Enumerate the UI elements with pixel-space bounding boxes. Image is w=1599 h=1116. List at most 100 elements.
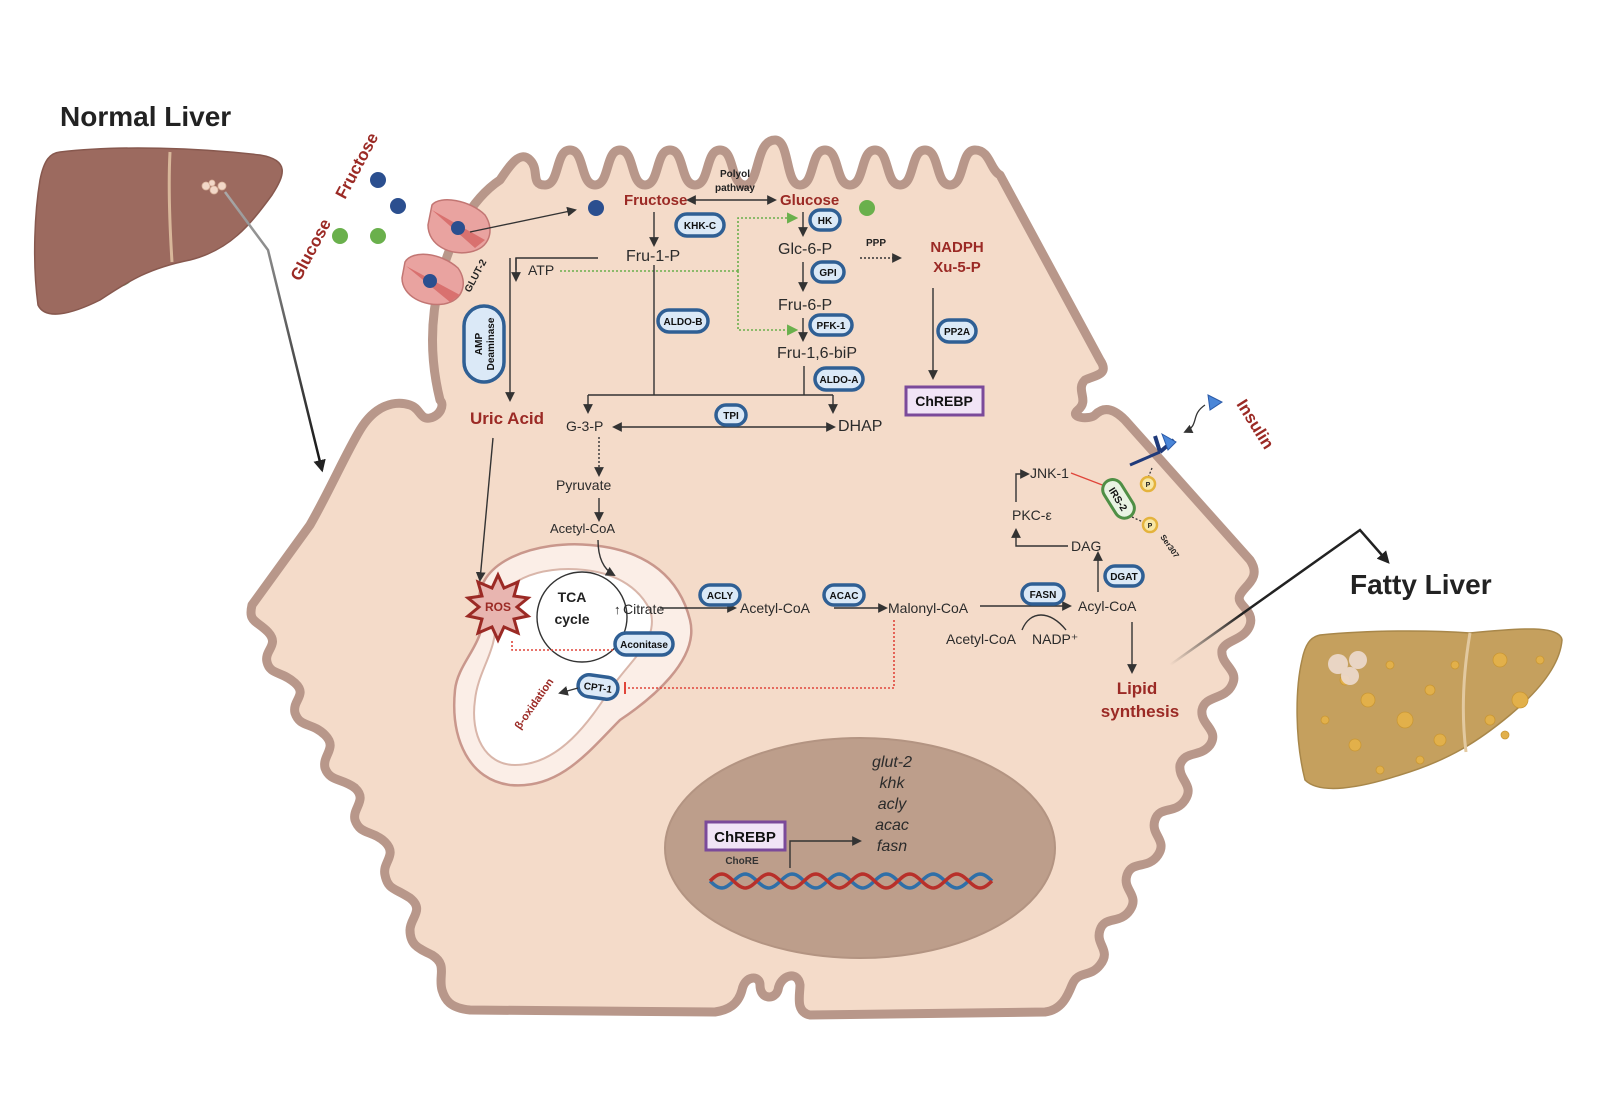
svg-text:P: P: [1148, 523, 1153, 530]
normal-liver-illustration: [33, 147, 283, 315]
irs-2: IRS-2: [1101, 478, 1136, 520]
glut2-transporter-1: [427, 199, 491, 254]
glut2-transporter-2: [401, 253, 464, 306]
glc-6-p: Glc-6-P: [778, 241, 832, 258]
polyol-label-2: pathway: [715, 183, 755, 194]
phospho-site-1: P: [1139, 475, 1157, 493]
acyl-coa: Acyl-CoA: [1078, 598, 1137, 614]
zoom-arrow-into-cell: [223, 191, 326, 473]
enzyme-aldo-a: ALDO-A: [813, 366, 865, 392]
atp-to-hk-link: [737, 212, 799, 271]
svg-text:PP2A: PP2A: [944, 327, 970, 338]
tca-cycle-circle: [536, 571, 628, 663]
citrate: Citrate: [623, 601, 664, 617]
insulin-molecule: [1207, 394, 1223, 411]
lipid-synthesis-2: synthesis: [1101, 702, 1179, 721]
enzyme-gpi: GPI: [810, 260, 846, 284]
dag-to-pkc-arrow: [1011, 528, 1068, 547]
enzyme-aconitase: Aconitase: [613, 631, 675, 657]
svg-text:ACAC: ACAC: [830, 591, 859, 602]
fru-1-p: Fru-1-P: [626, 248, 680, 265]
svg-text:Deaminase: Deaminase: [486, 317, 497, 370]
tca-label-2: cycle: [554, 611, 589, 627]
acetylcoa-into-tca-arrow: [597, 539, 616, 576]
atp-to-pfk-link: [737, 271, 799, 336]
svg-text:DGAT: DGAT: [1110, 572, 1138, 583]
enzyme-dgat: DGAT: [1103, 564, 1145, 588]
enzyme-aldo-b: ALDO-B: [656, 308, 710, 334]
insulin-receptor: [1129, 432, 1177, 467]
cpt1-to-beta-oxidation-arrow: [558, 686, 579, 696]
tca-label-1: TCA: [558, 589, 587, 605]
chrebp-nuclear-box: ChREBP: [704, 820, 787, 852]
glucose-molecules: [332, 200, 875, 244]
ros-starburst: ROS: [464, 571, 532, 644]
chrebp-transcription-arrow: [789, 836, 862, 868]
svg-text:ROS: ROS: [485, 600, 511, 614]
g-3-p: G-3-P: [566, 418, 603, 434]
enzyme-pp2a: PP2A: [936, 318, 978, 344]
fasn-cofactor-arc: [1021, 614, 1067, 631]
svg-text:Aconitase: Aconitase: [620, 640, 668, 651]
enzyme-fasn: FASN: [1020, 582, 1066, 606]
ppp-label: PPP: [866, 238, 886, 249]
fructose-intracellular: Fructose: [624, 192, 687, 209]
svg-text:GPI: GPI: [819, 268, 836, 279]
acetyl-coa-1: Acetyl-CoA: [550, 521, 615, 536]
ros-inhibits-aconitase: [511, 641, 623, 651]
enzyme-hk: HK: [808, 208, 842, 232]
enzyme-acac: ACAC: [822, 583, 866, 607]
fru-1-6-bip: Fru-1,6-biP: [777, 345, 857, 362]
enzyme-cpt-1: CPT-1: [576, 672, 620, 702]
uric-acid-to-ros-arrow: [475, 437, 494, 582]
fatty-liver-title: Fatty Liver: [1350, 569, 1492, 600]
gene-item: fasn: [877, 838, 907, 855]
lipid-synthesis-1: Lipid: [1117, 679, 1158, 698]
nadp-plus: NADP⁺: [1032, 631, 1078, 647]
gene-list: glut-2 khk acly acac fasn: [872, 754, 912, 855]
enzyme-khk-c: KHK-C: [674, 212, 726, 238]
dna-double-helix: [708, 872, 994, 890]
dag: DAG: [1071, 538, 1101, 554]
dhap: DHAP: [838, 418, 882, 435]
uric-acid: Uric Acid: [470, 409, 544, 428]
atp-label: ATP: [528, 262, 554, 278]
fructose-extracellular-label: Fructose: [332, 130, 382, 202]
insulin-binding-arrow: [1183, 404, 1206, 434]
malonyl-inhibits-cpt1: [625, 620, 895, 689]
enzyme-tpi: TPI: [714, 403, 748, 427]
fructose-uptake-arrow: [469, 206, 577, 233]
svg-text:TPI: TPI: [723, 411, 739, 422]
svg-text:ALDO-B: ALDO-B: [664, 317, 703, 328]
enzyme-pfk-1: PFK-1: [808, 313, 854, 337]
malonyl-coa: Malonyl-CoA: [888, 600, 969, 616]
acetyl-coa-2: Acetyl-CoA: [740, 600, 811, 616]
svg-text:FASN: FASN: [1030, 590, 1057, 601]
jnk-1: JNK-1: [1030, 465, 1069, 481]
fru-6-p: Fru-6-P: [778, 297, 832, 314]
nadph-label: NADPH: [930, 239, 983, 256]
glucose-intracellular: Glucose: [780, 192, 839, 209]
fatty-liver-illustration: [1296, 628, 1563, 790]
chrebp-cytoplasm-box: ChREBP: [904, 385, 985, 417]
polyol-label-1: Polyol: [720, 169, 750, 180]
phospho-site-ser307: P: [1141, 516, 1159, 534]
gene-item: acac: [875, 817, 909, 834]
citrate-increase-arrow: ↑: [614, 602, 621, 617]
insulin-label: Insulin: [1233, 396, 1278, 453]
svg-text:KHK-C: KHK-C: [684, 221, 716, 232]
enzyme-amp-deaminase: AMP Deaminase: [462, 304, 506, 384]
enzyme-acly: ACLY: [698, 583, 742, 607]
pkc-to-jnk-arrow: [1015, 469, 1030, 502]
svg-text:CPT-1: CPT-1: [583, 681, 613, 696]
acetyl-coa-3: Acetyl-CoA: [946, 631, 1017, 647]
svg-text:ChREBP: ChREBP: [714, 829, 776, 846]
chore-label: ChoRE: [725, 856, 759, 867]
gene-item: acly: [878, 796, 907, 813]
dna-strand-red: [708, 872, 994, 890]
svg-text:PFK-1: PFK-1: [817, 321, 846, 332]
zoom-arrow-to-fatty-liver: [1169, 528, 1390, 667]
fructose-molecules: [370, 172, 604, 216]
svg-text:P: P: [1146, 482, 1151, 489]
